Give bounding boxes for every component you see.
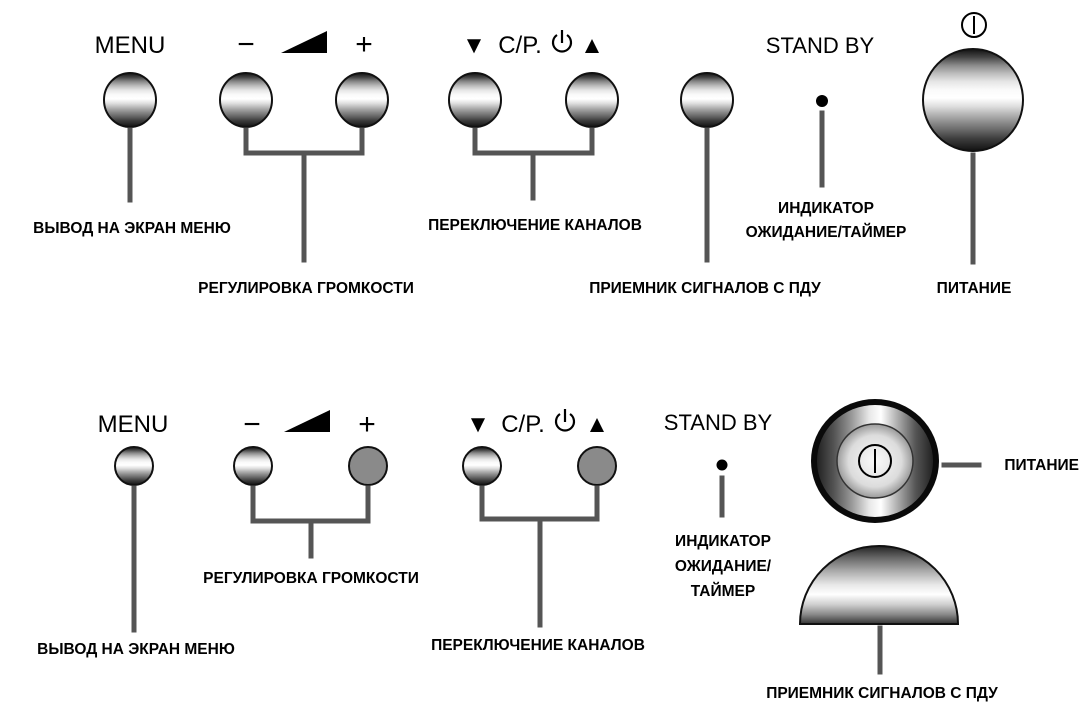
power-symbol-icon <box>961 12 987 38</box>
volume-ramp-icon <box>284 410 330 432</box>
channels-bracket-line <box>479 485 600 628</box>
bottom-panel: MENU − + ▼ C/P. ▲ STAND BY <box>37 399 1079 702</box>
standby-label: STAND BY <box>664 410 773 435</box>
channel-up-button[interactable] <box>577 446 617 486</box>
volume-plus-label: + <box>358 408 376 441</box>
power-button[interactable] <box>922 48 1024 152</box>
volume-minus-label: − <box>237 28 255 61</box>
caption-channels: ПЕРЕКЛЮЧЕНИЕ КАНАЛОВ <box>428 217 642 234</box>
menu-label: MENU <box>98 411 169 438</box>
volume-down-button[interactable] <box>219 72 273 128</box>
caption-indicator-line1: ИНДИКАТОР <box>675 533 771 550</box>
standby-label: STAND BY <box>766 33 875 58</box>
caption-menu: ВЫВОД НА ЭКРАН МЕНЮ <box>37 641 235 658</box>
volume-ramp-icon <box>281 31 327 53</box>
caption-channels: ПЕРЕКЛЮЧЕНИЕ КАНАЛОВ <box>431 637 645 654</box>
channel-label: C/P. <box>498 32 542 59</box>
caption-receiver: ПРИЕМНИК СИГНАЛОВ С ПДУ <box>766 685 998 702</box>
caption-power: ПИТАНИЕ <box>937 280 1012 297</box>
menu-button[interactable] <box>103 72 157 128</box>
power-symbol-icon <box>858 444 892 478</box>
remote-receiver-window <box>680 72 734 128</box>
standby-indicator-led <box>716 459 728 471</box>
caption-indicator-line1: ИНДИКАТОР <box>778 200 874 217</box>
menu-label: MENU <box>95 32 166 59</box>
volume-bracket-line <box>243 127 365 263</box>
volume-up-button[interactable] <box>348 446 388 486</box>
caption-receiver: ПРИЕМНИК СИГНАЛОВ С ПДУ <box>589 280 821 297</box>
channel-down-arrow-icon: ▼ <box>462 32 486 59</box>
channel-up-button[interactable] <box>565 72 619 128</box>
power-button[interactable] <box>811 399 939 523</box>
standby-power-icon <box>554 409 576 432</box>
caption-power: ПИТАНИЕ <box>1004 457 1079 474</box>
channel-down-button[interactable] <box>462 446 502 486</box>
volume-down-button[interactable] <box>233 446 273 486</box>
channel-up-arrow-icon: ▲ <box>580 32 604 59</box>
standby-indicator-led <box>816 95 828 107</box>
caption-menu: ВЫВОД НА ЭКРАН МЕНЮ <box>33 220 231 237</box>
caption-indicator-line3: ТАЙМЕР <box>691 582 755 600</box>
channel-label: C/P. <box>501 411 545 438</box>
caption-indicator-line2: ОЖИДАНИЕ/ТАЙМЕР <box>746 223 907 241</box>
menu-button[interactable] <box>114 446 154 486</box>
standby-power-icon <box>551 30 573 53</box>
channels-bracket-line <box>472 127 595 201</box>
remote-receiver-window <box>798 545 960 625</box>
channel-down-arrow-icon: ▼ <box>466 411 490 438</box>
channel-up-arrow-icon: ▲ <box>585 411 609 438</box>
volume-minus-label: − <box>243 408 261 441</box>
channel-down-button[interactable] <box>448 72 502 128</box>
caption-volume: РЕГУЛИРОВКА ГРОМКОСТИ <box>198 280 414 297</box>
top-panel: MENU − + ▼ C/P. ▲ STAND BY В <box>33 12 1024 297</box>
volume-bracket-line <box>250 485 371 559</box>
volume-up-button[interactable] <box>335 72 389 128</box>
volume-plus-label: + <box>355 28 373 61</box>
caption-indicator-line2: ОЖИДАНИЕ/ <box>675 558 772 575</box>
caption-volume: РЕГУЛИРОВКА ГРОМКОСТИ <box>203 570 419 587</box>
